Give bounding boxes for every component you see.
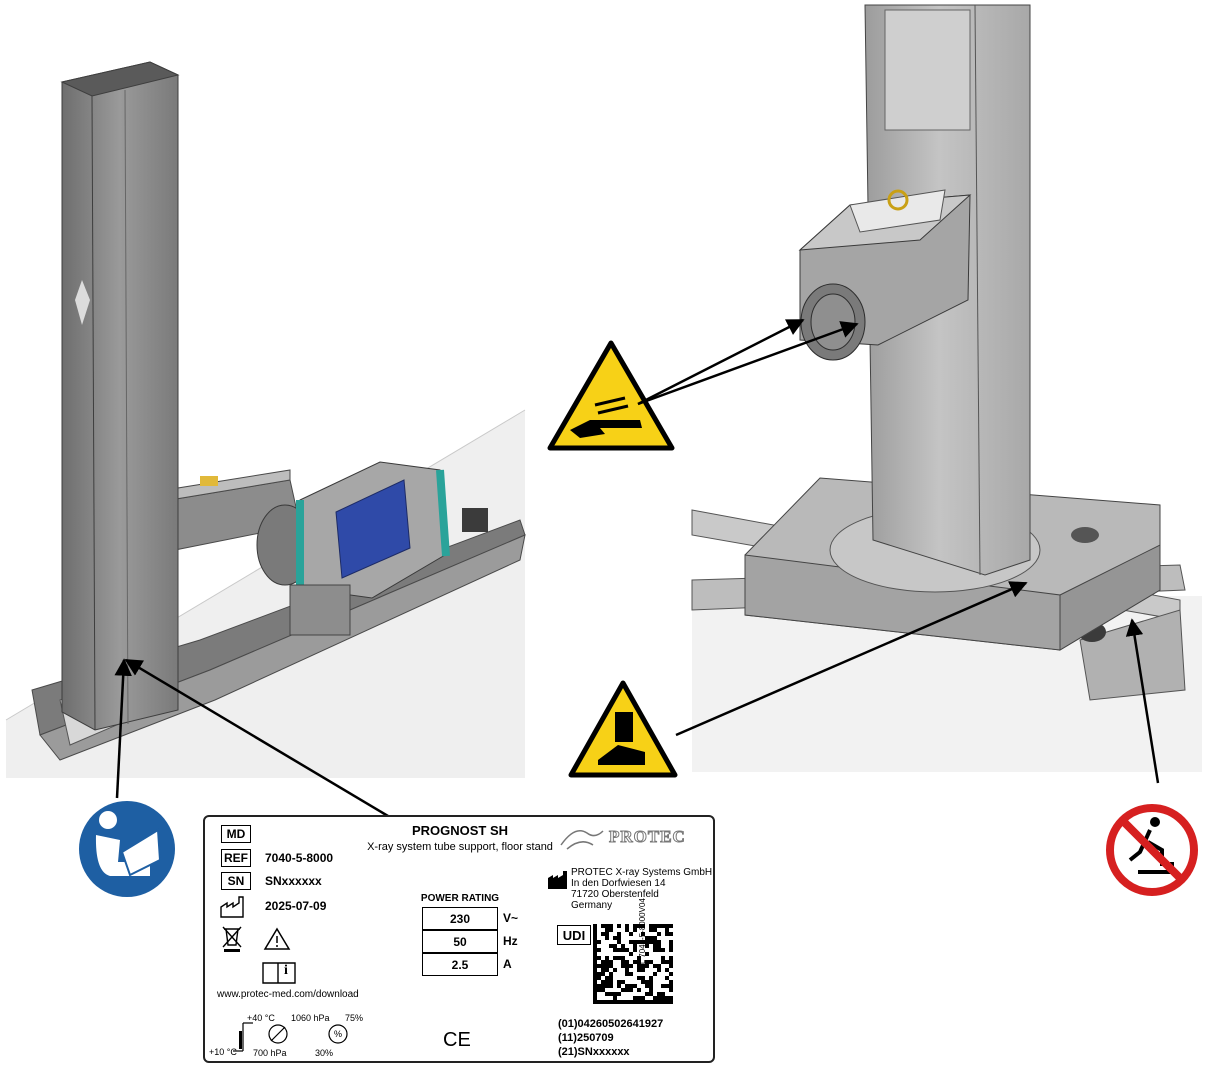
- download-url: www.protec-med.com/download: [217, 989, 359, 1000]
- voltage-value: 230: [422, 907, 498, 930]
- pressure-high: 1060 hPa: [291, 1013, 330, 1023]
- current-unit: A: [503, 957, 512, 971]
- udi-lines: (01)04260502641927 (11)250709 (21)SNxxxx…: [558, 1017, 663, 1059]
- voltage-unit: V~: [503, 911, 519, 925]
- pressure-limit-icon: [268, 1024, 288, 1044]
- manufacturer-icon: [548, 871, 567, 889]
- brand-name: PROTEC: [609, 827, 686, 847]
- frequency-value: 50: [422, 930, 498, 953]
- svg-text:%: %: [334, 1029, 342, 1039]
- protec-logo-icon: [560, 830, 604, 850]
- hand-crush-warning-icon: [547, 340, 675, 451]
- caution-icon: [263, 927, 291, 950]
- instructions-book-icon: [262, 962, 296, 984]
- weee-bin-icon: [222, 926, 242, 952]
- info-symbol: i: [284, 963, 288, 978]
- udi-line: (01)04260502641927: [558, 1018, 664, 1030]
- temperature-limit-icon: [233, 1022, 253, 1052]
- rating-label: MD REF 7040-5-8000 SN SNxxxxxx 2025-07-0…: [203, 815, 715, 1063]
- humidity-high: 75%: [345, 1013, 364, 1023]
- ref-value: 7040-5-8000: [265, 851, 334, 865]
- no-stepping-icon: [1106, 804, 1198, 896]
- left-render: [5, 61, 526, 778]
- md-symbol: MD: [221, 825, 251, 843]
- ref-symbol: REF: [221, 849, 251, 867]
- product-title: PROGNOST SH: [411, 823, 509, 838]
- manufacturer-line: In den Dorfwiesen 14: [571, 878, 666, 889]
- manufacturer-line: 71720 Oberstenfeld: [571, 889, 659, 900]
- sn-value: SNxxxxxx: [265, 874, 322, 888]
- frequency-unit: Hz: [503, 934, 518, 948]
- humidity-limit-icon: %: [328, 1024, 348, 1044]
- udi-datamatrix-code: [593, 924, 673, 1004]
- document-code: TL 7040-5-8000V04: [638, 898, 647, 969]
- udi-line: (11)250709: [558, 1032, 614, 1044]
- product-description: X-ray system tube support, floor stand: [367, 841, 553, 853]
- humidity-low: 30%: [315, 1048, 334, 1058]
- foot-crush-warning-icon: [568, 680, 678, 778]
- manufacture-date-icon: [220, 896, 244, 918]
- temp-high: +40 °C: [247, 1013, 275, 1023]
- pointer-arrows: [114, 318, 1160, 824]
- manufacture-date: 2025-07-09: [265, 899, 327, 913]
- current-value: 2.5: [422, 953, 498, 976]
- manufacturer-line: PROTEC X-ray Systems GmbH: [571, 867, 713, 878]
- power-rating-title: POWER RATING: [420, 893, 500, 904]
- manufacturer-line: Germany: [571, 900, 613, 911]
- temp-low: +10 °C: [209, 1047, 237, 1057]
- pressure-low: 700 hPa: [253, 1048, 287, 1058]
- sn-symbol: SN: [221, 872, 251, 890]
- udi-line: (21)SNxxxxxx: [558, 1046, 630, 1058]
- ce-mark: CE: [443, 1029, 471, 1051]
- read-manual-icon: [79, 801, 175, 897]
- right-render: [691, 4, 1202, 772]
- manufacturer-address: PROTEC X-ray Systems GmbH In den Dorfwie…: [571, 867, 712, 911]
- udi-symbol: UDI: [557, 925, 591, 945]
